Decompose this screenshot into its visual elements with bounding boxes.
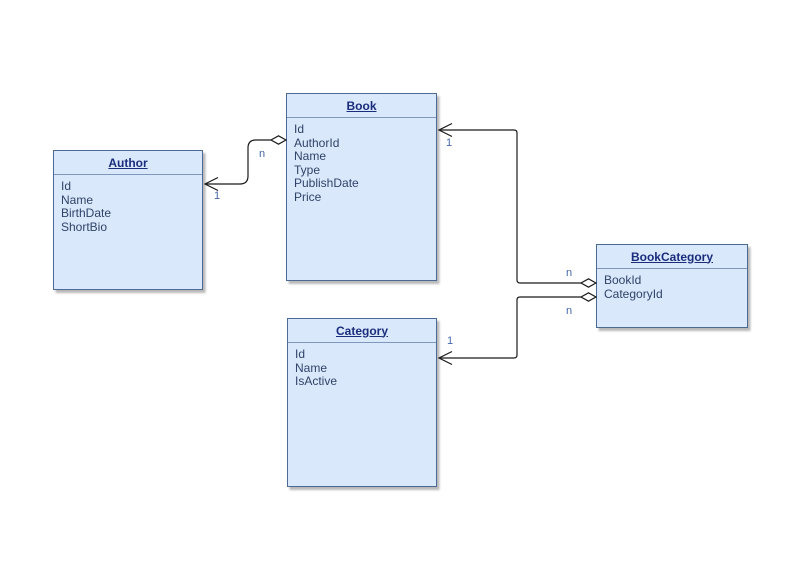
edge-bookcategory-category[interactable]: n 1	[437, 292, 598, 366]
multiplicity-label: 1	[214, 190, 220, 202]
multiplicity-label: 1	[446, 137, 452, 149]
multiplicity-label: n	[259, 148, 265, 160]
entity-field: Price	[294, 189, 322, 204]
entity-book-fields: Id AuthorId Name Type PublishDate Price	[287, 118, 436, 204]
entity-field: Name	[61, 192, 94, 207]
entity-field: Id	[295, 347, 306, 361]
entity-field: CategoryId	[604, 286, 663, 301]
entity-field: Id	[294, 122, 305, 136]
open-arrow-icon	[203, 176, 219, 192]
edge-bookcategory-book[interactable]: n 1	[437, 122, 598, 288]
entity-field: Name	[295, 360, 328, 375]
diamond-icon	[579, 278, 598, 288]
open-arrow-icon	[437, 122, 453, 138]
entity-field: Name	[294, 149, 327, 163]
entity-category-fields: Id Name IsActive	[288, 343, 436, 389]
entity-author-title: Author	[54, 151, 202, 175]
entity-field: ShortBio	[61, 219, 108, 234]
entity-field: Type	[294, 162, 321, 177]
entity-field: PublishDate	[294, 176, 359, 190]
entity-category[interactable]: Category Id Name IsActive	[287, 318, 437, 487]
open-arrow-icon	[437, 350, 453, 366]
multiplicity-label: 1	[447, 335, 453, 347]
entity-category-title: Category	[288, 319, 436, 343]
entity-author[interactable]: Author Id Name BirthDate ShortBio	[53, 150, 203, 290]
entity-field: Id	[61, 179, 72, 193]
entity-bookcategory-fields: BookId CategoryId	[597, 269, 747, 301]
entity-author-fields: Id Name BirthDate ShortBio	[54, 175, 202, 234]
entity-field: BirthDate	[61, 206, 112, 220]
diamond-icon	[269, 135, 288, 145]
entity-field: AuthorId	[294, 135, 340, 150]
entity-bookcategory[interactable]: BookCategory BookId CategoryId	[596, 244, 748, 328]
entity-bookcategory-title: BookCategory	[597, 245, 747, 269]
entity-book-title: Book	[287, 94, 436, 118]
edge-book-author[interactable]: n 1	[203, 135, 288, 202]
entity-field: IsActive	[295, 374, 338, 388]
entity-field: BookId	[604, 273, 642, 287]
entity-book[interactable]: Book Id AuthorId Name Type PublishDate P…	[286, 93, 437, 281]
multiplicity-label: n	[566, 267, 572, 279]
multiplicity-label: n	[566, 305, 572, 317]
diamond-icon	[579, 292, 598, 302]
